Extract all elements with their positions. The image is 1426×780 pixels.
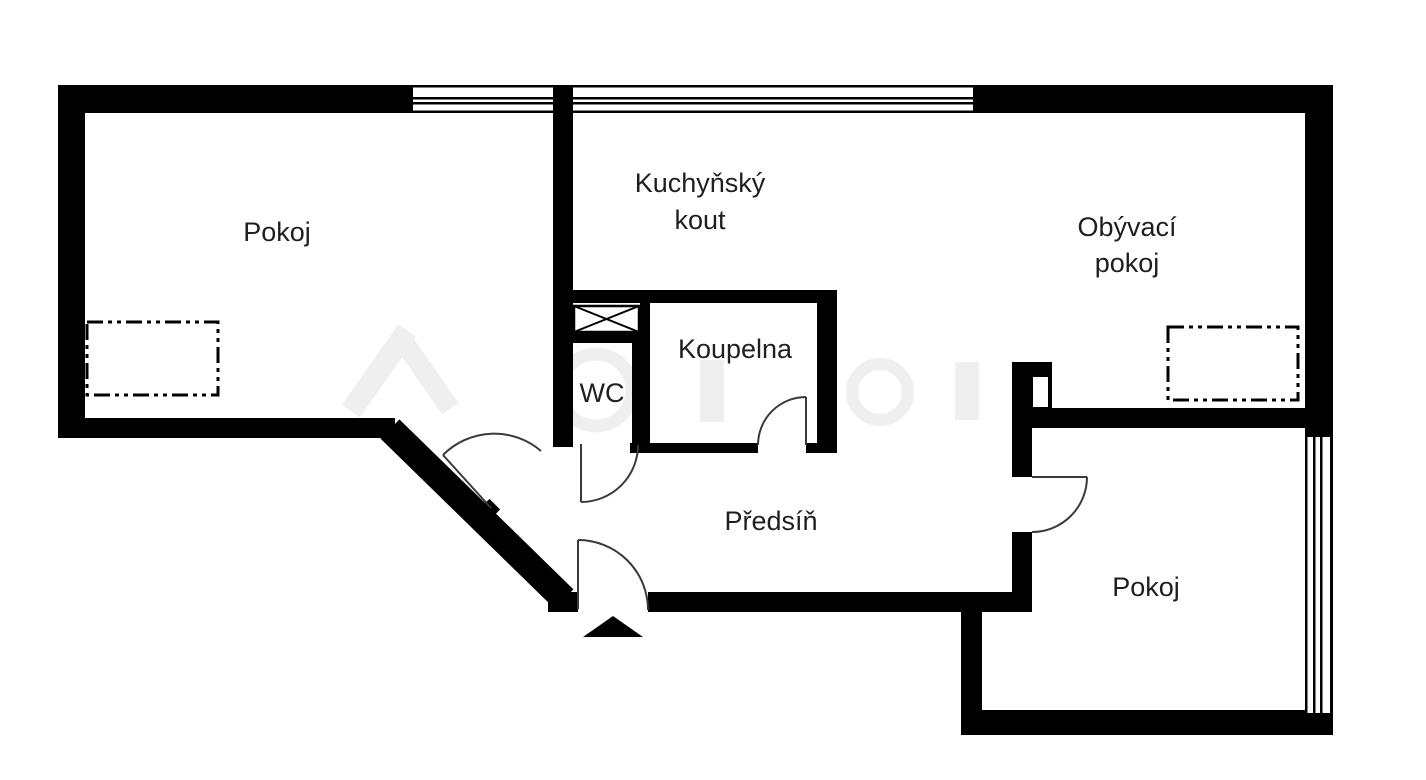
wall-wc-right	[632, 343, 650, 453]
fixtures	[85, 304, 1300, 402]
wall-top-right	[973, 85, 1333, 113]
wall-room-left-bottom	[58, 418, 395, 438]
watermark-shape	[341, 324, 417, 418]
wall-hallway-room-upper	[1012, 428, 1032, 477]
watermark-shape	[700, 360, 724, 422]
wall-room-right-bottom	[961, 710, 1333, 735]
wall-left	[58, 85, 85, 438]
window-line	[1305, 437, 1308, 713]
door-leaf	[442, 454, 492, 509]
door-arc	[577, 539, 649, 611]
window-line	[573, 85, 973, 88]
window-line	[413, 110, 553, 113]
doors	[442, 396, 1088, 637]
wall-shaft-divider	[640, 303, 650, 343]
window-line	[1330, 437, 1333, 713]
wall-hallway-bottom-right	[648, 592, 1013, 612]
window-line	[413, 97, 553, 100]
room-label-left: Pokoj	[243, 217, 311, 247]
room-label-wc: WC	[580, 378, 625, 408]
wc-door	[580, 444, 639, 503]
window-line	[573, 97, 973, 100]
window-line	[1320, 437, 1323, 713]
room-right-door	[1031, 476, 1088, 533]
room-labels: Pokoj Kuchyňský kout Obývací pokoj Koupe…	[243, 168, 1180, 602]
windows	[413, 85, 1333, 713]
window-line	[573, 102, 973, 105]
window-line	[573, 110, 973, 113]
shaft-cross-line	[573, 305, 640, 333]
window-line	[413, 102, 553, 105]
room-label-hallway: Předsíň	[724, 506, 817, 536]
wall-bathroom-top	[573, 290, 837, 303]
room-label-kitchen-line1: Kuchyňský	[635, 168, 766, 198]
wall-living-bottom	[1052, 408, 1305, 428]
watermark-shape	[389, 327, 459, 415]
wall-hallway-bottom-left	[548, 592, 578, 612]
right-window-room	[1305, 437, 1333, 713]
wall-room-right-left	[961, 612, 982, 730]
living-room-radiator	[1166, 325, 1300, 402]
wall-wc-top	[573, 333, 650, 343]
door-arc	[580, 444, 639, 503]
room-left-radiator	[85, 320, 220, 397]
wall-diagonal	[380, 419, 574, 609]
entrance-door	[577, 539, 649, 637]
top-window-left	[413, 85, 553, 113]
wall-niche	[1033, 377, 1048, 407]
entrance-marker-triangle	[583, 616, 643, 637]
room-label-right: Pokoj	[1112, 572, 1180, 602]
watermark-shape	[955, 362, 979, 420]
walls	[58, 85, 1333, 735]
bathroom-door	[757, 396, 807, 446]
window-line	[413, 85, 553, 88]
room-label-living-line2: pokoj	[1095, 248, 1160, 278]
window-line	[1313, 437, 1316, 713]
top-window-kitchen	[573, 85, 973, 113]
wall-bathroom-right	[817, 290, 837, 453]
ventilation-shaft	[572, 304, 641, 334]
wall-central	[553, 85, 573, 447]
window-pane	[1305, 437, 1333, 713]
room-label-kitchen-line2: kout	[674, 205, 726, 235]
door-arc	[442, 432, 542, 456]
wall-top-left	[58, 85, 413, 113]
shaft-box	[572, 304, 641, 334]
wall-right	[1305, 113, 1333, 437]
door-arc	[757, 396, 807, 446]
wall-bathroom-bottom-right	[806, 443, 837, 453]
door-arc	[1031, 476, 1088, 533]
room-left-door	[442, 432, 542, 509]
room-label-living-line1: Obývací	[1077, 212, 1177, 242]
room-label-bathroom: Koupelna	[678, 334, 793, 364]
wall-hallway-room-lower	[1012, 532, 1032, 612]
wall-bathroom-bottom-left	[630, 443, 758, 453]
watermark-shape	[846, 358, 914, 426]
